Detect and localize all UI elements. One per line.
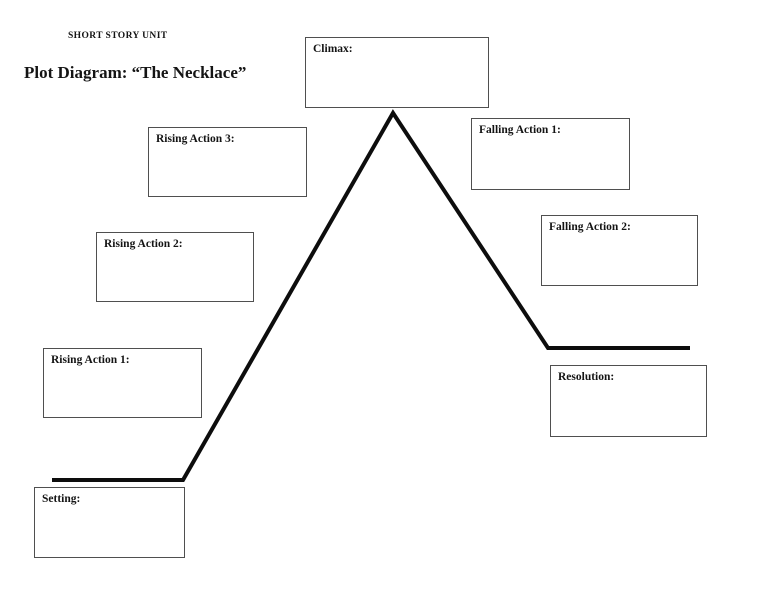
setting-label: Setting: <box>42 493 81 505</box>
climax-fill-area[interactable] <box>313 55 481 98</box>
setting-fill-area[interactable] <box>42 505 177 548</box>
resolution-box[interactable]: Resolution: <box>550 365 707 437</box>
rising-action-3-fill-area[interactable] <box>156 145 299 187</box>
resolution-label: Resolution: <box>558 371 615 383</box>
falling-action-2-fill-area[interactable] <box>549 233 690 276</box>
page-title: Plot Diagram: “The Necklace” <box>24 63 247 82</box>
falling-action-2-label: Falling Action 2: <box>549 221 631 233</box>
rising-action-2-fill-area[interactable] <box>104 250 246 292</box>
falling-action-1-box[interactable]: Falling Action 1: <box>471 118 630 190</box>
climax-box[interactable]: Climax: <box>305 37 489 108</box>
falling-action-1-fill-area[interactable] <box>479 136 622 180</box>
rising-action-1-fill-area[interactable] <box>51 366 194 408</box>
rising-action-1-label: Rising Action 1: <box>51 354 130 366</box>
climax-label: Climax: <box>313 43 353 55</box>
falling-action-1-label: Falling Action 1: <box>479 124 561 136</box>
rising-action-1-box[interactable]: Rising Action 1: <box>43 348 202 418</box>
rising-action-3-label: Rising Action 3: <box>156 133 235 145</box>
resolution-fill-area[interactable] <box>558 383 699 427</box>
setting-box[interactable]: Setting: <box>34 487 185 558</box>
falling-action-2-box[interactable]: Falling Action 2: <box>541 215 698 286</box>
rising-action-3-box[interactable]: Rising Action 3: <box>148 127 307 197</box>
rising-action-2-label: Rising Action 2: <box>104 238 183 250</box>
rising-action-2-box[interactable]: Rising Action 2: <box>96 232 254 302</box>
unit-header: SHORT STORY UNIT <box>68 31 168 41</box>
